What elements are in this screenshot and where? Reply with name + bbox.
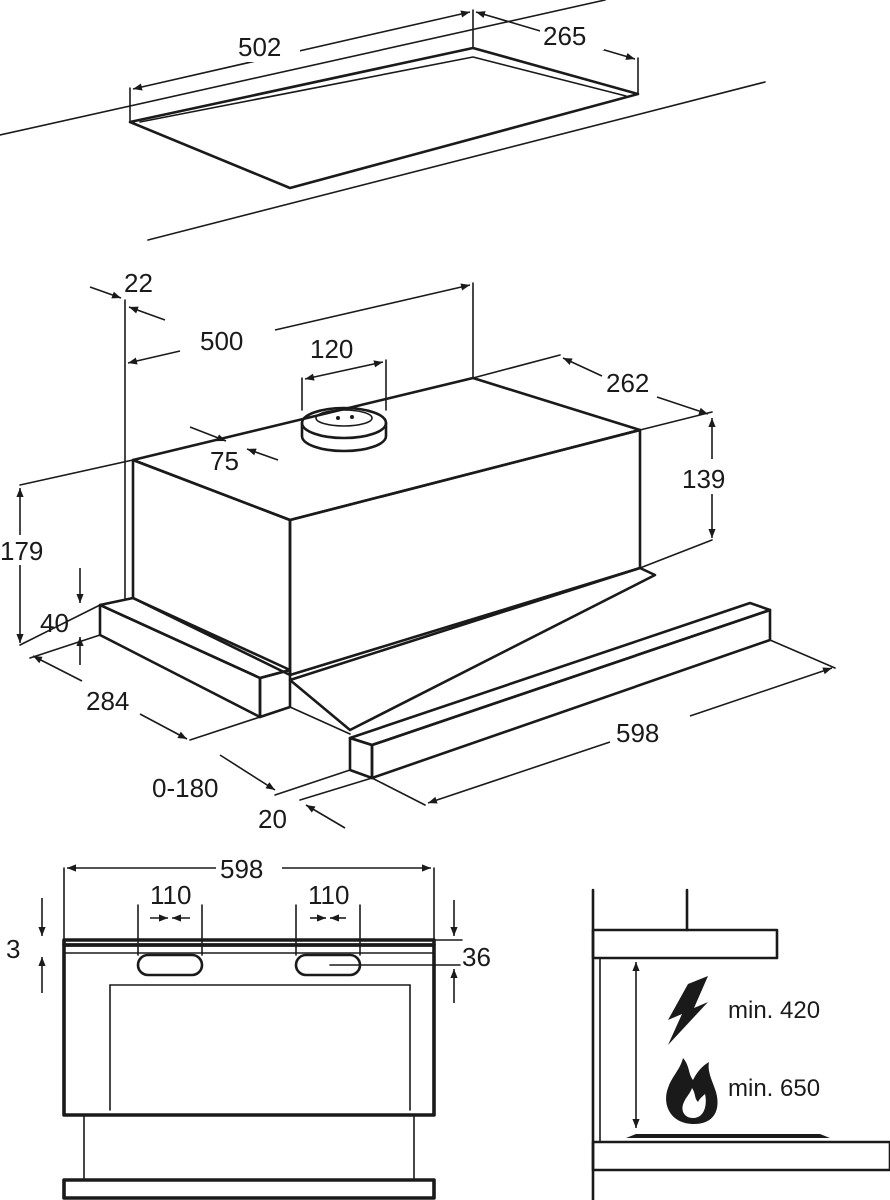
hood-side-offset-label: 22: [124, 268, 153, 298]
front-width-label: 598: [220, 854, 263, 884]
hood-body-height-label: 139: [682, 464, 725, 494]
clearance-drawing: min. 420 min. 650: [591, 888, 890, 1200]
hood-depth-label: 284: [86, 686, 129, 716]
cutout-width-label: 502: [238, 32, 281, 62]
front-view-drawing: 598 110 110 3 36: [6, 852, 491, 1200]
hood-duct-offset-label: 500: [200, 326, 243, 356]
hood-front-offset-label: 20: [258, 804, 287, 834]
hood-drawing: 22 500 120 262 139 179 40 75 284 0-180 2…: [0, 268, 836, 834]
front-slot-right-label: 110: [308, 880, 349, 910]
front-slot-left-label: 110: [150, 880, 191, 910]
cutout-drawing: 502 265: [0, 0, 766, 241]
front-slot-offset-label: 36: [462, 942, 491, 972]
hood-depth-top-label: 262: [606, 368, 649, 398]
front-top-offset-label: 3: [6, 934, 20, 964]
hood-duct-setback-label: 75: [210, 446, 239, 476]
clearance-electric-label: min. 420: [728, 997, 820, 1024]
flame-icon: [666, 1058, 718, 1124]
hood-front-height-label: 40: [40, 608, 69, 638]
clearance-gas-label: min. 650: [728, 1075, 820, 1102]
hood-total-height-label: 179: [0, 536, 43, 566]
cutout-depth-label: 265: [543, 21, 586, 51]
hood-width-label: 598: [616, 718, 659, 748]
hood-duct-diameter-label: 120: [310, 334, 353, 364]
lightning-icon: [668, 976, 708, 1045]
hood-extension-label: 0-180: [152, 773, 219, 803]
